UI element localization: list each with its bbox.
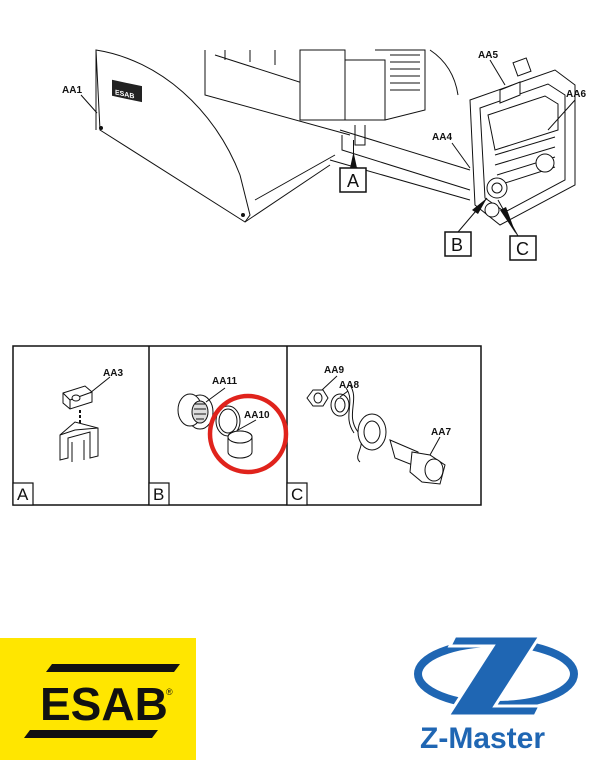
panel-esab-badge: ESAB [112,79,142,103]
panel-c-label: C [291,485,303,504]
zmaster-emblem [414,634,578,718]
callout-a-label: A [347,171,359,191]
chassis-frame [204,49,471,223]
panel-b-label: B [153,485,164,504]
panel-a-drawing: AA3 [59,368,123,462]
label-aa4: AA4 [432,132,452,143]
side-cover-panel: ESAB [95,49,251,223]
esab-logo-background [0,638,196,760]
label-aa7: AA7 [431,427,451,438]
label-aa9: AA9 [324,365,344,376]
front-panel [469,57,576,226]
callout-b-label: B [451,235,463,255]
esab-logo-text: ESAB [40,678,168,730]
label-aa3: AA3 [103,368,123,379]
esab-logo: ESAB ® [0,638,196,760]
panel-b-drawing: AA11 AA10 [177,376,289,475]
callout-a: A [339,140,367,193]
label-aa11: AA11 [212,376,237,387]
leader-aa5 [489,59,506,86]
label-aa6: AA6 [566,89,586,100]
panel-c-drawing: AA9 AA8 AA7 [306,365,451,485]
label-aa5: AA5 [478,50,498,61]
leader-aa4 [451,142,471,169]
zmaster-logo: Z-Master [414,634,578,755]
callout-c: C [497,199,537,261]
callout-c-label: C [516,239,529,259]
label-aa10: AA10 [244,410,270,421]
leader-aa6 [547,99,576,131]
leader-aa1 [80,94,98,114]
svg-text:ESAB: ESAB [115,89,134,100]
label-aa8: AA8 [339,380,359,391]
label-aa1: AA1 [62,85,82,96]
esab-registered-mark: ® [166,687,173,697]
panel-a-label: A [17,485,29,504]
highlight-circle [207,393,289,475]
callout-b: B [444,197,488,257]
zmaster-logo-text: Z-Master [420,722,545,755]
